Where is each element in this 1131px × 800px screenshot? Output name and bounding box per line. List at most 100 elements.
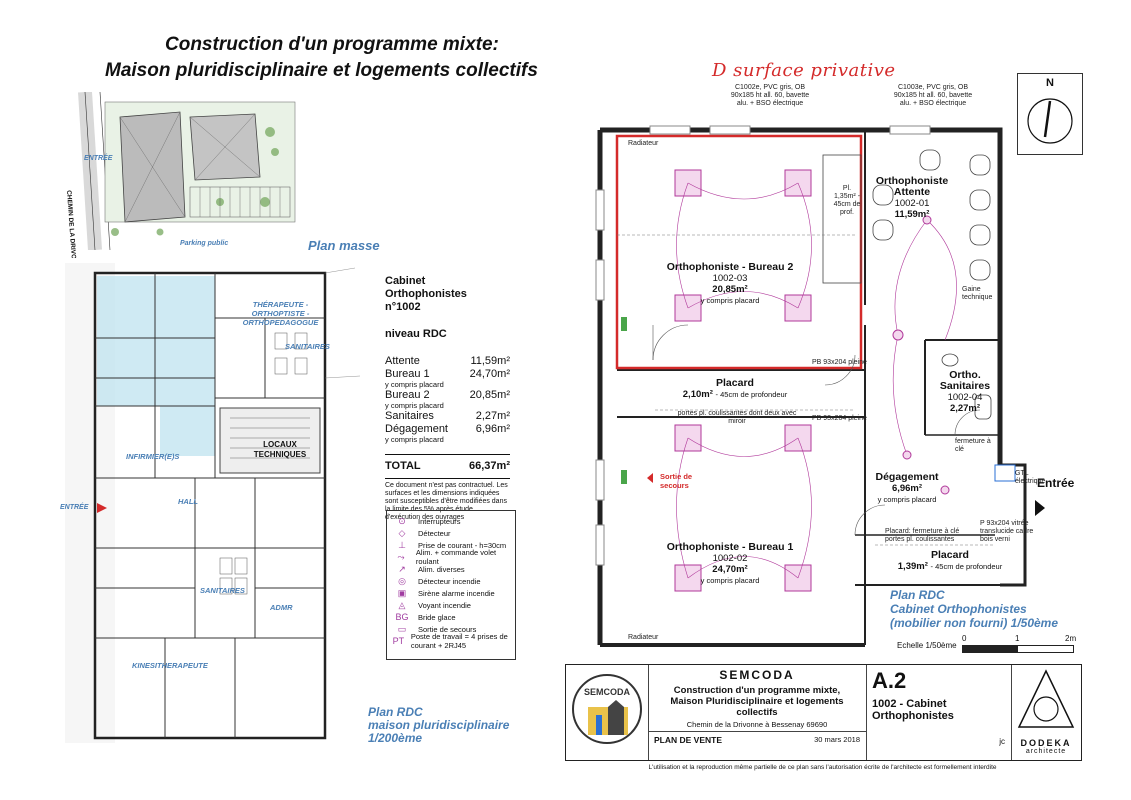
- surface-total-row: TOTAL 66,37m²: [385, 454, 510, 473]
- room-sanitaires-code: 1002-04: [947, 392, 983, 403]
- surface-row-name: Bureau 1: [385, 368, 430, 380]
- project-title: Construction d'un programme mixte, Maiso…: [648, 685, 866, 718]
- detecteur-icon: ◇: [398, 527, 406, 538]
- surface-table-heading2: n°1002: [385, 301, 421, 313]
- room-attente-name: Orthophoniste Attente: [875, 175, 949, 198]
- surface-row-sub: y compris placard: [385, 380, 444, 389]
- sheet-title-line2: Orthophonistes: [872, 710, 954, 722]
- gtl-label: GTL électrique: [1015, 470, 1046, 485]
- legend-item-label: Voyant incendie: [418, 600, 471, 610]
- project-title-line1: Construction d'un programme mixte,: [673, 685, 841, 696]
- plan-cabinet-label: Plan RDC Cabinet Orthophonistes (mobilie…: [890, 588, 1058, 630]
- architect-name: DODEKA: [1020, 738, 1072, 748]
- surface-row-value: 2,27m²: [475, 410, 510, 422]
- semcoda-logo-icon: SEMCODA: [572, 674, 642, 744]
- surface-row-sub: y compris placard: [385, 401, 444, 410]
- sirene-icon: ▣: [397, 587, 407, 598]
- north-label: N: [1046, 77, 1054, 89]
- disclaimer: L'utilisation et la reproduction même pa…: [648, 764, 997, 771]
- north-box: N: [1017, 73, 1083, 155]
- dodeka-logo-cell: DODEKA architecte: [1011, 665, 1081, 760]
- detecteur-incendie-icon: ◎: [398, 575, 406, 586]
- project-cell: SEMCODA Construction d'un programme mixt…: [648, 665, 867, 760]
- prise-icon: ⊥: [398, 539, 406, 550]
- pl-note: Pl. 1,35m² - 45cm de prof.: [833, 185, 861, 216]
- semcoda-logo-cell: SEMCODA: [566, 665, 649, 760]
- room-placard2: Placard 1,39m² - 45cm de profondeur: [875, 549, 1025, 573]
- project-title-line2: Maison Pluridisciplinaire et logements: [670, 696, 844, 707]
- legend-item-label: Sortie de secours: [418, 624, 477, 634]
- room-placard2-name: Placard: [931, 549, 969, 561]
- legend-item-label: Sirène alarme incendie: [418, 588, 495, 598]
- surface-row-value: 6,96m²: [475, 423, 510, 435]
- legend-item: ◬ Voyant incendie: [392, 599, 510, 611]
- room-bureau1-sub: y compris placard: [700, 576, 760, 585]
- plan-masse-entree: ENTRÉE: [84, 155, 113, 162]
- sortie-secours-label: Sortie de secours: [660, 472, 693, 490]
- rdc-room-therapeute: THÉRAPEUTE - ORTHOPTISTE - ORTHOPEDAGOGU…: [242, 300, 319, 327]
- plan-masse-parking: Parking public: [180, 240, 229, 247]
- scale-t1: 1: [1015, 634, 1020, 643]
- surface-table-niveau: niveau RDC: [385, 328, 447, 340]
- surface-row-value: 20,85m²: [469, 389, 510, 401]
- plan-de-vente-row: PLAN DE VENTE 30 mars 2018: [648, 731, 866, 748]
- interrupteur-icon: ⊙: [398, 515, 406, 526]
- room-sanitaires: Ortho. Sanitaires 1002-04 2,27m²: [930, 370, 1000, 415]
- rdc-room-kine: KINESITHERAPEUTE: [132, 661, 208, 670]
- door-pb2: PB 93x204 pleine: [812, 415, 867, 422]
- surface-total-label: TOTAL: [385, 460, 421, 472]
- surface-table: Cabinet Orthophonistes n°1002 niveau RDC…: [385, 275, 510, 522]
- legend-item-label: Prise de courant - h=30cm: [418, 540, 507, 550]
- project-title-line3: collectifs: [736, 707, 778, 718]
- plan-rdc-label-line3: 1/200ème: [368, 731, 423, 745]
- legend-item: ⤳Alim. + commande volet roulant: [392, 548, 510, 566]
- scale-bar: [962, 645, 1074, 653]
- rdc-room-hall: HALL: [178, 497, 198, 506]
- architect-sub: architecte: [1025, 748, 1067, 755]
- surface-row-name: Sanitaires: [385, 410, 434, 422]
- rdc-room-admr: ADMR: [270, 603, 293, 612]
- plan-de-vente: PLAN DE VENTE: [654, 735, 723, 745]
- room-bureau2-area: 20,85m²: [712, 284, 748, 295]
- rdc-plan-drawing: [55, 258, 365, 748]
- room-bureau2-sub: y compris placard: [700, 296, 760, 305]
- surface-total-value: 66,37m²: [469, 460, 510, 472]
- rdc-room-sanitaires1: SANITAIRES: [285, 342, 330, 351]
- poste-icon: PT: [392, 636, 405, 646]
- site-plan-drawing: [60, 91, 300, 251]
- radiateur-bottom: Radiateur: [628, 634, 659, 641]
- cartouche: SEMCODA SEMCODA Construction d'un progra…: [565, 664, 1082, 761]
- plan-rdc-label-line2: maison pluridisciplinaire: [368, 718, 510, 732]
- legend-item: ◎ Détecteur incendie: [392, 575, 510, 587]
- handwritten-surface-privative: D surface privative: [712, 60, 896, 81]
- room-degagement-sub: y compris placard: [877, 495, 937, 504]
- legend-item: ▣ Sirène alarme incendie: [392, 587, 510, 599]
- sheet-title: 1002 - Cabinet Orthophonistes: [872, 698, 1011, 722]
- scale-t0: 0: [962, 634, 967, 643]
- legend-box: ⊙Interrupteurs◇Détecteur⊥Prise de couran…: [386, 510, 516, 660]
- surface-row: Bureau 1 24,70m² y compris placard: [385, 368, 510, 389]
- rdc-room-locaux: LOCAUX TECHNIQUES: [253, 440, 307, 459]
- sheet-cell: A.2 1002 - Cabinet Orthophonistes jc: [866, 665, 1012, 760]
- plan-rdc-maison: [55, 258, 365, 748]
- room-bureau2: Orthophoniste - Bureau 2 1002-03 20,85m²…: [665, 262, 795, 306]
- scale-label: Echelle 1/50ème: [897, 641, 957, 650]
- plan-rdc-label: Plan RDC maison pluridisciplinaire 1/200…: [368, 706, 509, 745]
- fermeture-label: fermeture à clé: [955, 438, 991, 453]
- surface-row-value: 24,70m²: [469, 368, 510, 380]
- legend-item-label: Alim. diverses: [418, 564, 465, 574]
- room-bureau1: Orthophoniste - Bureau 1 1002-02 24,70m²…: [665, 542, 795, 586]
- room-placard1: Placard 2,10m² - 45cm de profondeur: [660, 378, 810, 401]
- entree-label: Entrée: [1037, 476, 1075, 490]
- legend-item: ⊥ Prise de courant - h=30cm: [392, 539, 510, 551]
- legend-item-label: Détecteur incendie: [418, 576, 481, 586]
- room-placard1-depth: - 45cm de profondeur: [715, 390, 788, 399]
- room-attente-area: 11,59m²: [894, 209, 930, 220]
- voyant-icon: ◬: [398, 599, 406, 610]
- legend-item: ↗Alim. diverses: [392, 563, 510, 575]
